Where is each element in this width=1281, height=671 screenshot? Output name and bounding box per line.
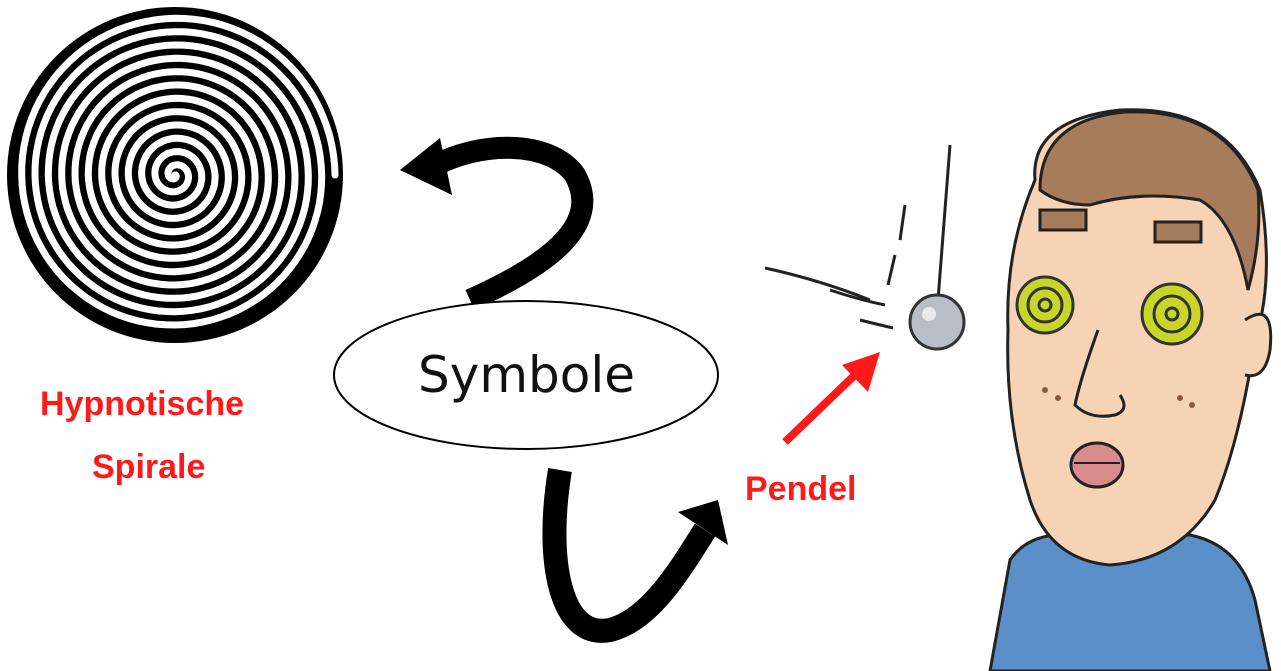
symbole-ellipse bbox=[333, 300, 719, 450]
arrow-to-pendulum bbox=[542, 468, 728, 643]
hypnotic-spiral-image bbox=[7, 7, 343, 343]
spiral-stripes bbox=[18, 14, 339, 329]
arrow-to-spiral bbox=[400, 136, 594, 311]
hypnotized-face-image bbox=[988, 108, 1273, 671]
spiral-label-line2: Spirale bbox=[92, 448, 206, 486]
spiral-label-line1: Hypnotische bbox=[40, 385, 245, 423]
red-pointer-arrow bbox=[782, 352, 880, 445]
pendulum-label: Pendel bbox=[745, 470, 857, 508]
symbole-label: Symbole bbox=[417, 346, 636, 404]
pendulum-image bbox=[764, 144, 966, 351]
